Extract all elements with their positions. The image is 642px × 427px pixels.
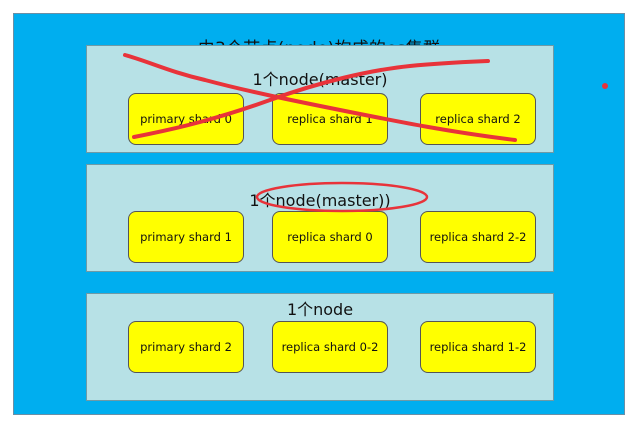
node-1-shard-replica-2: replica shard 2 [420, 93, 536, 145]
node-2-shard-replica-2-2: replica shard 2-2 [420, 211, 536, 263]
node-1-title: 1个node(master) [252, 70, 388, 89]
node-2-shard-primary-1: primary shard 1 [128, 211, 244, 263]
node-3-title: 1个node [286, 300, 354, 319]
node-3-box: 1个node primary shard 2 replica shard 0-2… [86, 293, 554, 401]
node-2-shard-replica-0: replica shard 0 [272, 211, 388, 263]
node-1-shard-primary-0: primary shard 0 [128, 93, 244, 145]
node-2-title: 1个node(master)) [249, 191, 391, 210]
node-2-box: 1个node(master)) primary shard 1 replica … [86, 164, 554, 272]
node-3-shard-primary-2: primary shard 2 [128, 321, 244, 373]
node-3-shard-replica-1-2: replica shard 1-2 [420, 321, 536, 373]
node-1-box: 1个node(master) primary shard 0 replica s… [86, 45, 554, 153]
node-3-shard-replica-0-2: replica shard 0-2 [272, 321, 388, 373]
node-1-shard-replica-1: replica shard 1 [272, 93, 388, 145]
